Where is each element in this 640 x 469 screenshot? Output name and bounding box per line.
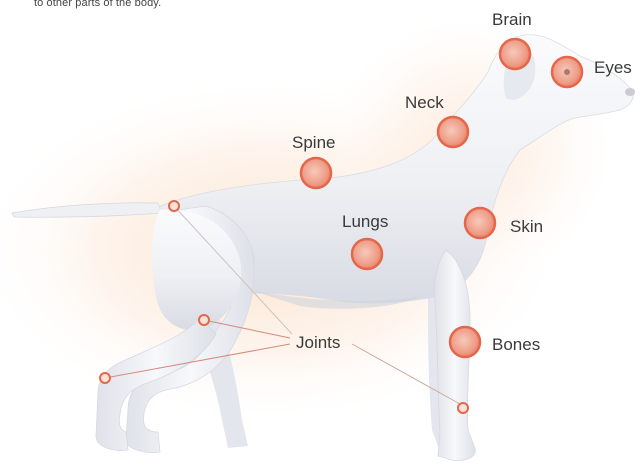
label-bones: Bones xyxy=(492,335,540,355)
brain-marker xyxy=(500,39,530,69)
skin-marker xyxy=(465,208,495,238)
label-eyes: Eyes xyxy=(594,58,632,78)
eyes-marker xyxy=(552,57,582,87)
joint-marker-hock xyxy=(100,373,110,383)
neck-marker xyxy=(438,117,468,147)
label-lungs: Lungs xyxy=(342,212,388,232)
lungs-marker xyxy=(352,239,382,269)
label-brain: Brain xyxy=(492,10,532,30)
joint-marker-knee xyxy=(199,315,209,325)
spine-marker xyxy=(301,158,331,188)
label-skin: Skin xyxy=(510,217,543,237)
label-spine: Spine xyxy=(292,133,335,153)
dog-nose xyxy=(625,88,635,96)
joint-marker-hip xyxy=(169,201,179,211)
label-joints: Joints xyxy=(296,333,340,353)
intro-text: to other parts of the body. xyxy=(34,0,161,9)
label-neck: Neck xyxy=(405,93,444,113)
joint-marker-paw xyxy=(458,403,468,413)
bones-marker xyxy=(450,327,480,357)
